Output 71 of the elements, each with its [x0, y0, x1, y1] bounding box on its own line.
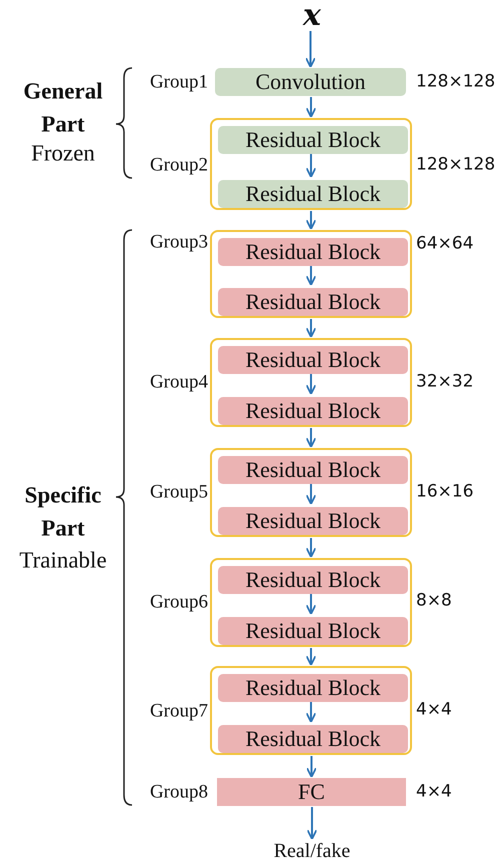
group-label: Group2	[150, 156, 208, 174]
part-heading: Specific Part	[24, 482, 102, 543]
arrow	[306, 648, 316, 666]
block-label: Residual Block	[245, 183, 381, 205]
process-box	[218, 397, 408, 425]
part-note: Frozen	[31, 139, 95, 168]
arrow	[305, 31, 316, 68]
arrow	[306, 97, 316, 118]
arrow	[306, 319, 316, 338]
process-box	[218, 288, 408, 316]
group-frame	[210, 558, 412, 647]
arrow	[306, 538, 316, 558]
part-note: Trainable	[19, 546, 107, 574]
group-frame	[210, 230, 412, 318]
group-label: Group4	[150, 372, 208, 392]
process-box	[218, 507, 408, 535]
process-box	[218, 674, 408, 702]
size-label: 16×16	[416, 484, 474, 500]
process-box	[218, 456, 408, 484]
group-label: Group8	[150, 782, 208, 802]
group-frame	[210, 666, 412, 755]
group-label: Group3	[150, 232, 208, 252]
block-label: Residual Block	[245, 400, 381, 422]
arrow	[306, 265, 316, 286]
process-box	[215, 68, 406, 96]
block-label: Residual Block	[245, 349, 381, 371]
block-label: Residual Block	[245, 620, 381, 642]
block-label: Residual Block	[245, 291, 381, 313]
block-label: Residual Block	[245, 459, 381, 481]
group-frame	[210, 448, 412, 537]
group-label: Group1	[150, 72, 208, 92]
process-box	[218, 566, 408, 594]
group-frame	[210, 338, 412, 427]
arrow	[306, 807, 318, 840]
size-label: 8×8	[416, 592, 452, 610]
size-label: 32×32	[416, 374, 474, 390]
arrow	[306, 593, 316, 615]
block-label: Residual Block	[245, 677, 381, 699]
process-box	[218, 126, 408, 154]
block-label: FC	[298, 781, 325, 803]
group-frame	[210, 118, 412, 210]
arrow	[306, 428, 316, 448]
process-box	[218, 346, 408, 374]
block-label: Convolution	[255, 71, 366, 93]
group-label: Group5	[150, 482, 208, 502]
block-label: Residual Block	[245, 569, 381, 591]
arrow	[306, 153, 316, 178]
block-label: Residual Block	[245, 241, 381, 263]
size-label: 128×128	[416, 74, 496, 90]
process-box	[218, 238, 408, 266]
input-variable: x	[303, 1, 321, 31]
process-box	[218, 725, 408, 753]
part-heading: General Part	[22, 78, 104, 139]
arrow	[306, 211, 316, 230]
size-label: 128×128	[416, 156, 496, 174]
arrow	[306, 701, 316, 723]
block-label: Residual Block	[245, 129, 381, 151]
size-label: 64×64	[416, 236, 474, 252]
process-box	[218, 617, 408, 645]
block-label: Residual Block	[245, 728, 381, 750]
arrow	[306, 373, 316, 395]
process-box	[218, 180, 408, 208]
size-label: 4×4	[416, 702, 452, 718]
arrow	[306, 756, 317, 778]
group-label: Group6	[150, 592, 208, 612]
block-label: Residual Block	[245, 510, 381, 532]
arrow	[306, 483, 316, 505]
output-label: Real/fake	[274, 841, 350, 861]
process-box	[217, 778, 406, 806]
size-label: 4×4	[416, 784, 452, 800]
group-label: Group7	[150, 702, 208, 720]
